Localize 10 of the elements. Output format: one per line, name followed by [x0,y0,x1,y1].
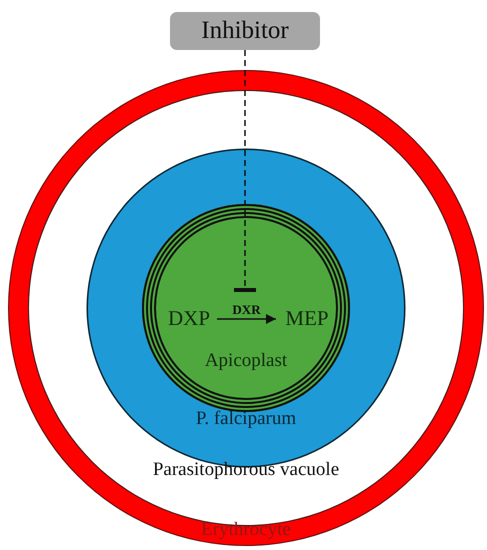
vacuole-label: Parasitophorous vacuole [152,459,340,481]
cell-label: Erythrocyte [200,519,292,541]
parasite-label: P. falciparum [194,408,298,430]
metabolite-label: MEP [277,305,337,331]
inhibitor-box: Inhibitor [170,12,320,50]
metabolite-label: DXP [163,305,215,331]
inhibition-line [234,50,256,292]
edge-label: DXR [232,302,261,318]
organelle-label: Apicoplast [204,350,288,372]
arrow [217,314,276,324]
